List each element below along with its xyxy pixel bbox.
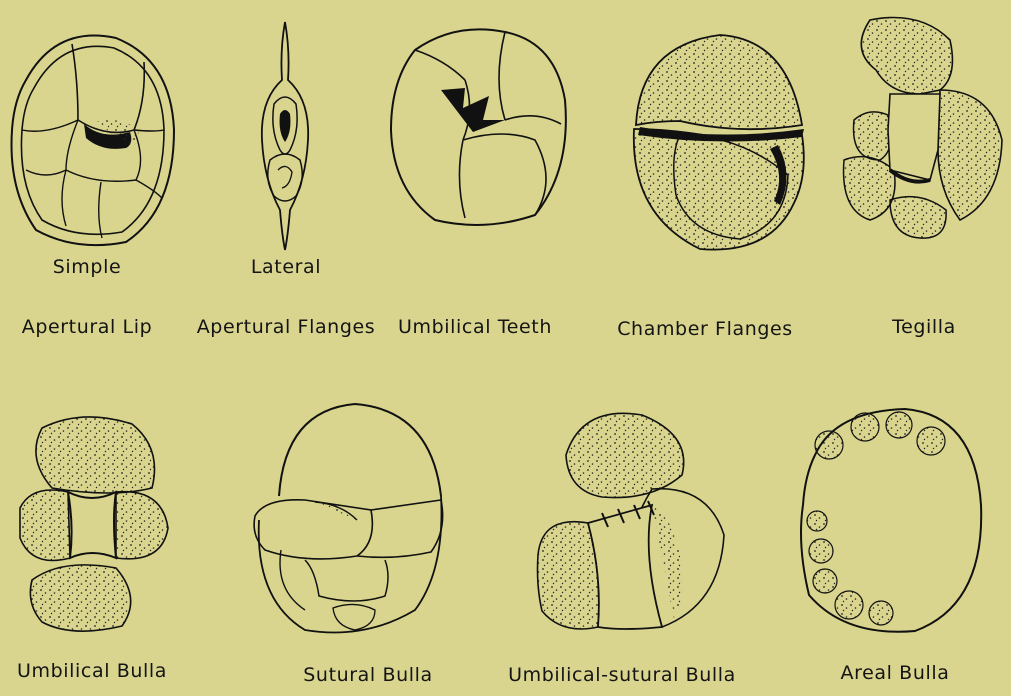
caption-chamber-flanges: Chamber Flanges bbox=[617, 318, 793, 340]
caption-umbilical-bulla: Umbilical Bulla bbox=[17, 660, 167, 682]
umbilical-teeth-figure bbox=[385, 20, 570, 230]
caption-tegilla: Tegilla bbox=[892, 316, 956, 338]
caption-umbilical-teeth: Umbilical Teeth bbox=[398, 316, 552, 338]
chamber-flanges-figure bbox=[620, 25, 812, 257]
sutural-bulla-figure bbox=[245, 400, 450, 642]
umbilical-sutural-bulla-figure bbox=[532, 405, 727, 637]
caption-areal-bulla: Areal Bulla bbox=[841, 662, 950, 684]
areal-bulla-figure bbox=[795, 405, 985, 637]
caption-apertural-flanges: Apertural Flanges bbox=[197, 316, 376, 338]
apertural-lip-figure bbox=[6, 20, 178, 250]
tegilla-figure bbox=[830, 10, 1008, 242]
umbilical-bulla-figure bbox=[12, 408, 172, 636]
caption-umbilical-sutural-bulla: Umbilical-sutural Bulla bbox=[508, 664, 736, 686]
caption-apertural-lip: Apertural Lip bbox=[22, 316, 153, 338]
top-label-lateral: Lateral bbox=[251, 256, 321, 278]
caption-sutural-bulla: Sutural Bulla bbox=[303, 664, 432, 686]
apertural-flanges-figure bbox=[240, 20, 330, 252]
top-label-simple: Simple bbox=[53, 256, 121, 278]
